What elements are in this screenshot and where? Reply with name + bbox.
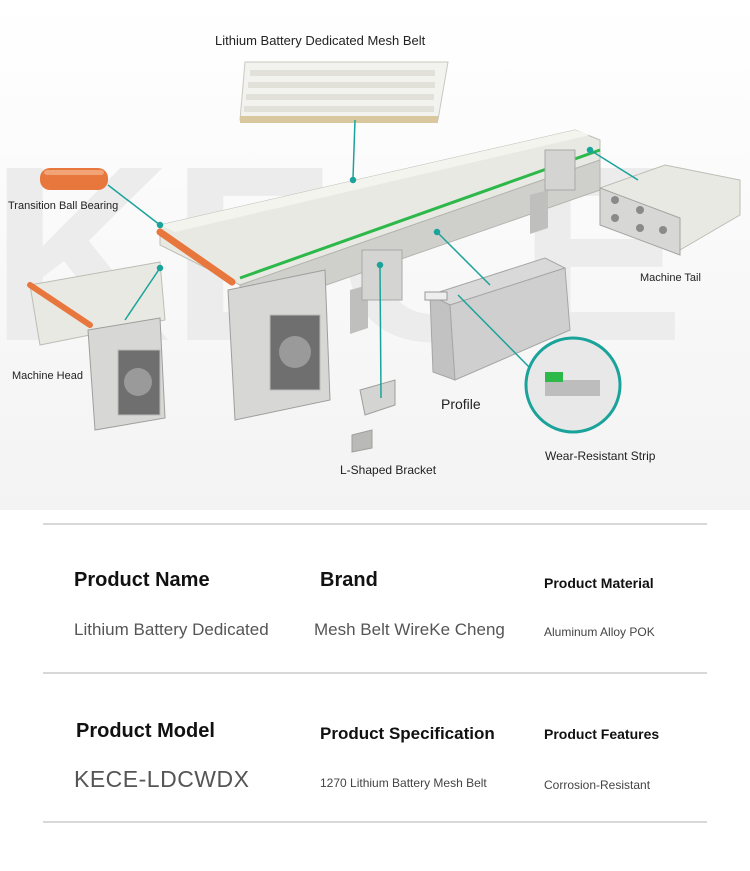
value-product-specification: 1270 Lithium Battery Mesh Belt <box>320 776 487 790</box>
label-mesh-belt: Lithium Battery Dedicated Mesh Belt <box>215 33 426 48</box>
label-l-shaped-bracket: L-Shaped Bracket <box>340 463 437 477</box>
heading-brand: Brand <box>320 569 378 591</box>
divider-bottom <box>43 821 707 823</box>
main-conveyor <box>156 129 601 421</box>
divider-top <box>43 523 707 525</box>
heading-product-material: Product Material <box>544 575 654 591</box>
heading-product-features: Product Features <box>544 726 660 742</box>
machine-head-detail <box>27 261 166 431</box>
heading-product-specification: Product Specification <box>320 724 495 743</box>
value-product-material: Aluminum Alloy POK <box>544 625 655 639</box>
value-brand: Mesh Belt WireKe Cheng <box>314 620 505 639</box>
conveyor-illustration: KECE <box>0 61 741 453</box>
l-bracket-detail <box>351 379 396 453</box>
label-profile: Profile <box>441 396 481 412</box>
mesh-belt-sample <box>239 61 449 123</box>
callout-lines <box>107 119 639 399</box>
product-diagram: KECE <box>0 0 750 510</box>
value-product-name: Lithium Battery Dedicated <box>74 620 269 639</box>
divider-middle <box>43 672 707 674</box>
label-machine-tail: Machine Tail <box>640 272 701 284</box>
wear-strip-zoom <box>524 336 622 434</box>
heading-product-name: Product Name <box>74 569 210 591</box>
machine-tail-detail <box>599 164 741 256</box>
ball-bearing-sample <box>40 168 108 190</box>
label-wear-resistant-strip: Wear-Resistant Strip <box>545 449 656 463</box>
heading-product-model: Product Model <box>76 720 215 742</box>
profile-detail <box>424 257 571 381</box>
value-product-model: KECE-LDCWDX <box>74 766 250 792</box>
label-machine-head: Machine Head <box>12 370 83 382</box>
value-product-features: Corrosion-Resistant <box>544 778 651 792</box>
label-transition-ball-bearing: Transition Ball Bearing <box>8 200 119 212</box>
